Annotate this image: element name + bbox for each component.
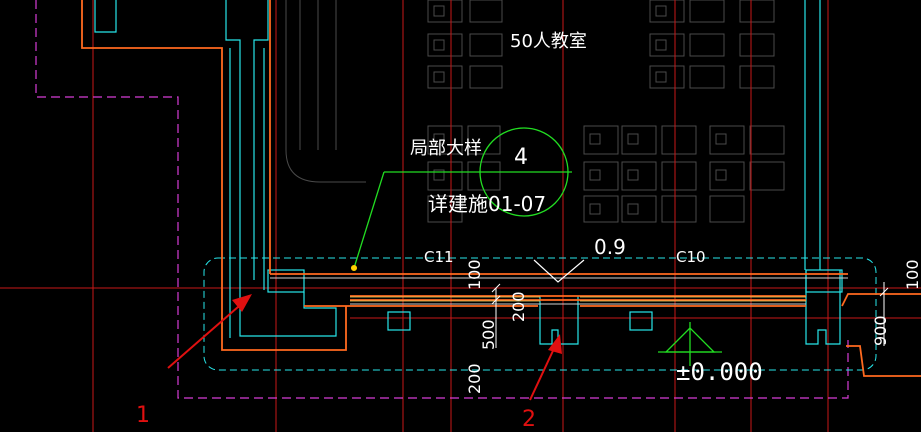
elevation-symbol	[658, 322, 722, 366]
dimension-lines	[491, 282, 889, 348]
cyan-wall-lines	[94, 0, 843, 345]
slope-mark	[533, 259, 585, 283]
marker-1: 1	[136, 403, 150, 428]
slope-value: 0.9	[594, 235, 626, 259]
desk-block-bottom	[427, 125, 785, 223]
dim-100-right: 100	[903, 259, 921, 290]
red-arrow-1	[167, 294, 252, 369]
classroom-furniture	[285, 0, 785, 223]
sheet-reference: 详建施01-07	[428, 192, 546, 216]
detail-index-number: 4	[514, 145, 528, 170]
magenta-dashed-boundary	[35, 0, 849, 399]
marker-2: 2	[522, 407, 536, 432]
elevation-label: ±0.000	[676, 358, 763, 386]
dim-100-left: 100	[465, 259, 484, 290]
cyan-dashed-callout	[203, 257, 877, 371]
desk-block-top	[427, 0, 775, 89]
dim-500: 500	[479, 319, 498, 350]
dim-900: 900	[871, 315, 890, 346]
detail-title-label: 局部大样	[410, 138, 482, 159]
room-label: 50人教室	[510, 31, 587, 52]
yellow-hatch-lines	[350, 296, 806, 302]
dim-200-center: 200	[509, 291, 528, 322]
gray-horizontal-lines	[270, 277, 848, 305]
orange-wall-outline	[81, 0, 921, 377]
detail-callout	[350, 127, 572, 272]
desk-squares	[433, 5, 727, 215]
beam-label-c11: C11	[424, 248, 454, 266]
beam-label-c10: C10	[676, 248, 706, 266]
red-arrow-2	[529, 334, 562, 401]
platform-outline	[285, 0, 366, 183]
dim-200-bottom: 200	[465, 363, 484, 394]
